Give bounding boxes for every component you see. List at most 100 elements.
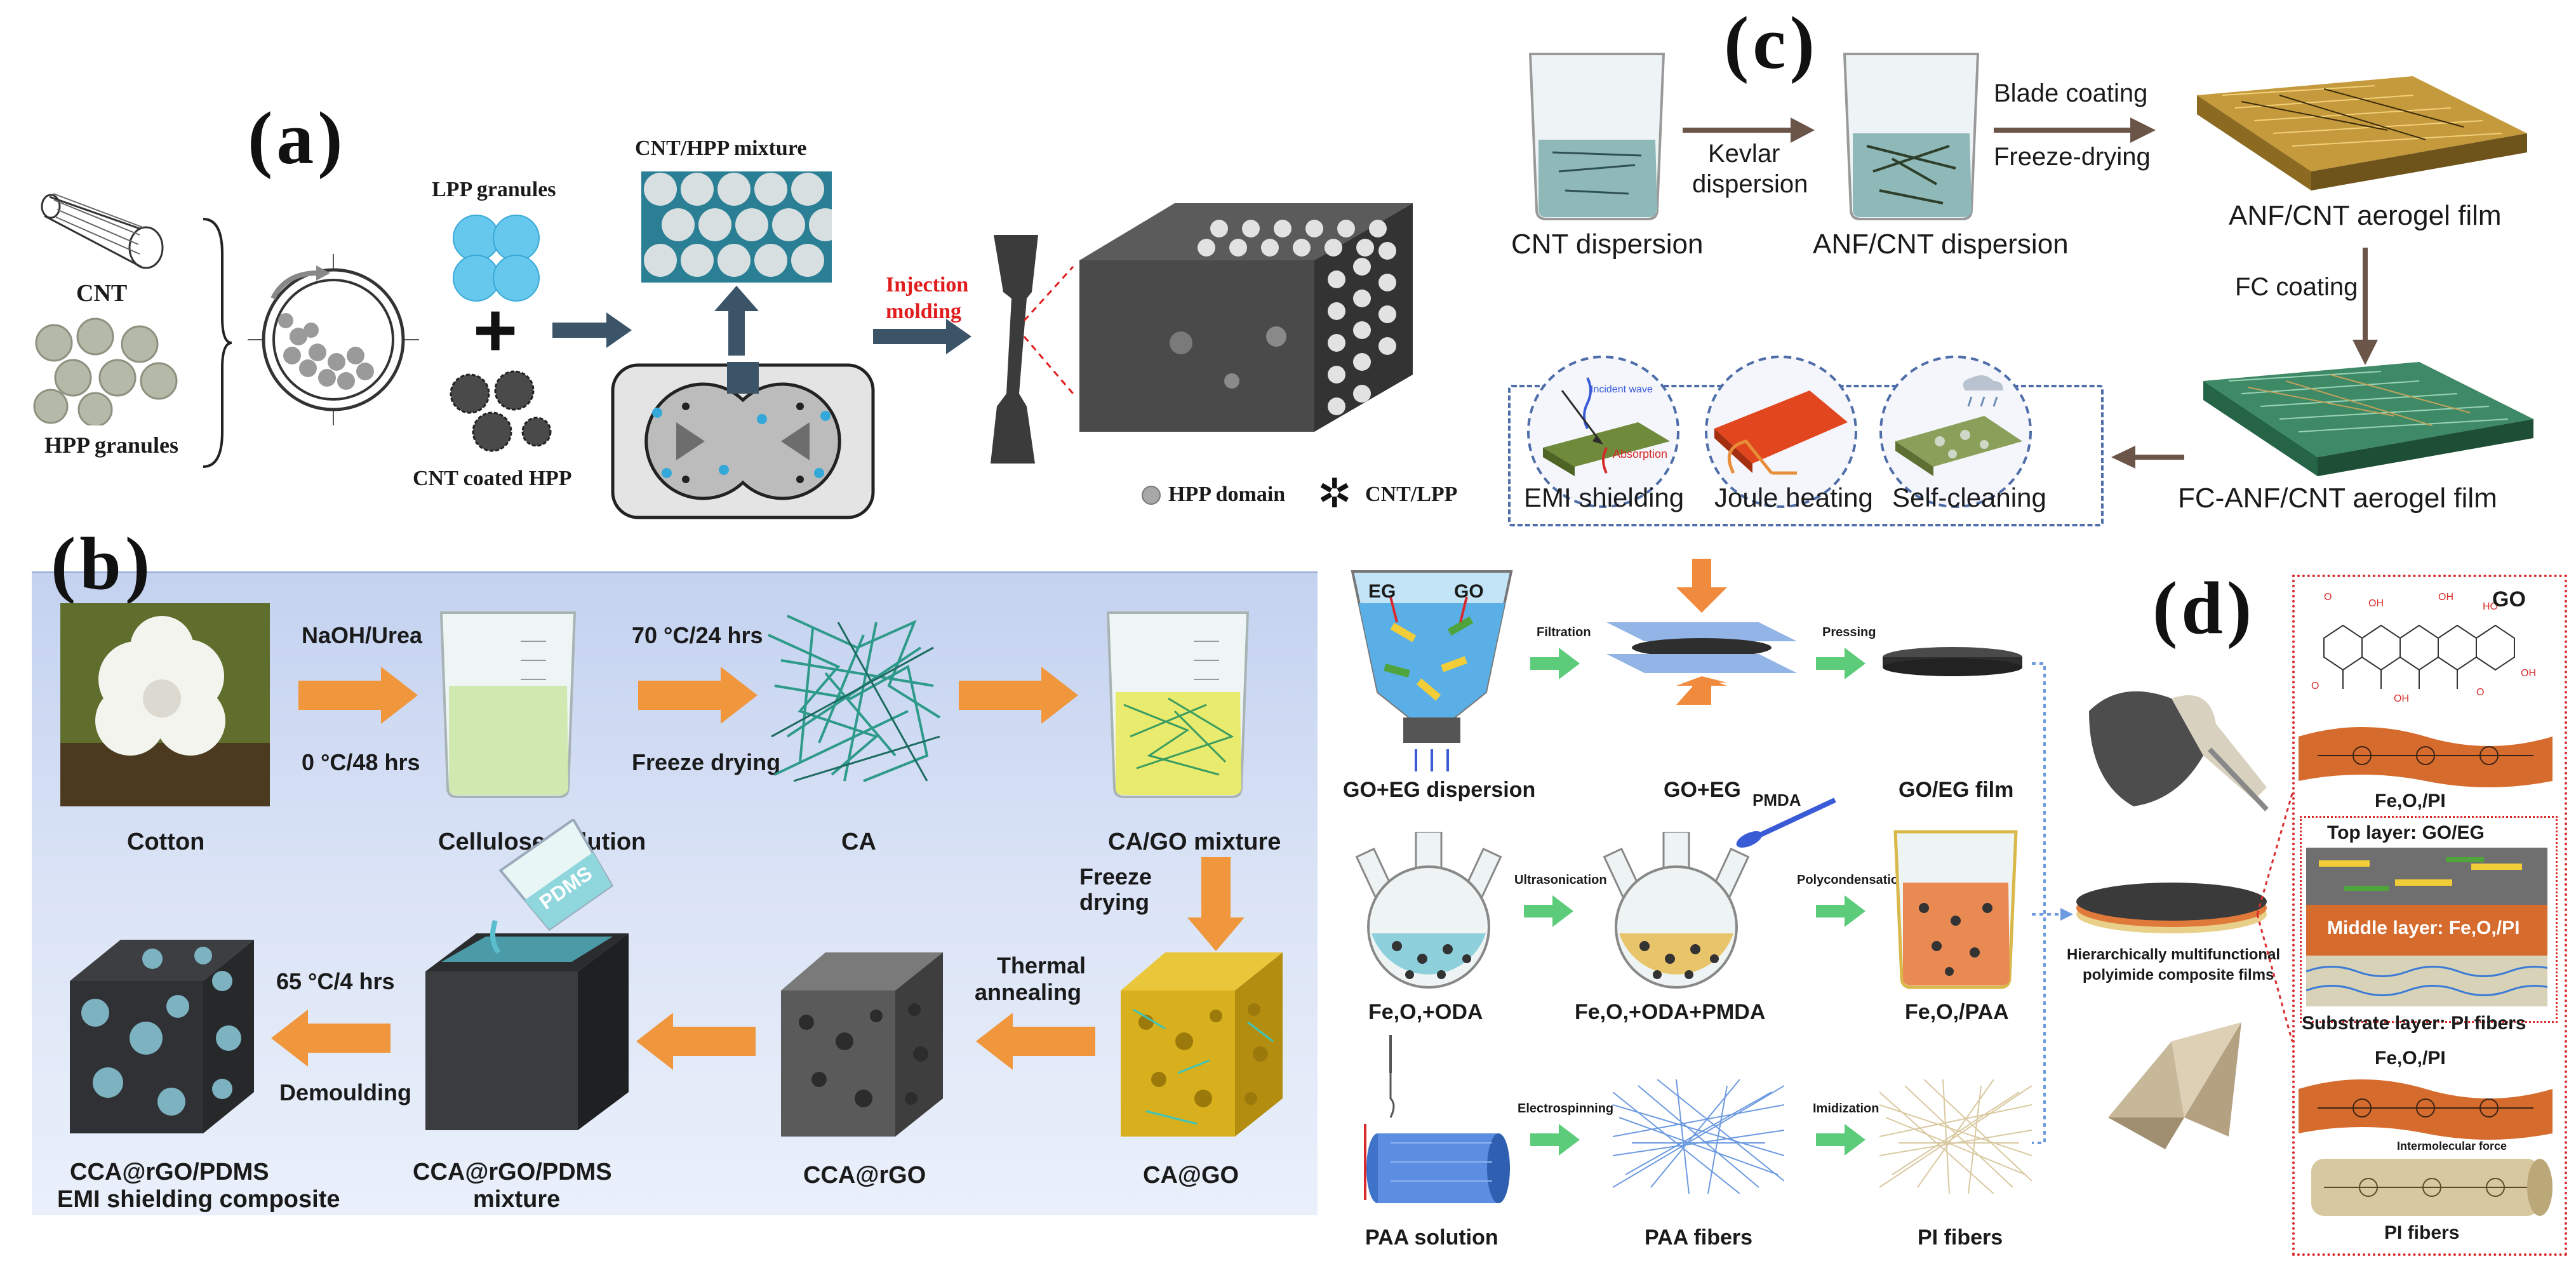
morphology-block-icon [1079,203,1413,432]
connector-to-layers-icon [2256,793,2293,1042]
svg-text:O: O [2311,681,2319,691]
arrow-b-left-3 [271,1010,390,1067]
cca-rgo-label: CCA@rGO [803,1162,926,1189]
intermolecular-force-label: Intermolecular force [2397,1140,2507,1152]
ca-label: CA [841,829,876,855]
funnel-icon [1351,570,1513,771]
ca-go-sponge-icon [1121,952,1283,1137]
lpp-granules-icon [453,215,540,302]
cnt-hpp-mixture-label: CNT/HPP mixture [635,137,807,160]
incident-wave-label: Incident wave [1591,384,1653,395]
substrate-layer-label: Substrate layer: PI fibers [2302,1013,2526,1034]
svg-text:OH: OH [2438,592,2453,603]
cca-rgo-pdms-mixture-label-1: CCA@rGO/PDMS [413,1159,612,1185]
ultrasonication-label: Ultrasonication [1514,873,1607,887]
cnt-label: CNT [76,280,128,307]
paa-fibers-icon [1613,1079,1784,1194]
ca-network-icon [768,615,941,782]
pi-fibers-label: PI fibers [1918,1225,2003,1250]
polycondensation-label: Polycondensation [1797,873,1907,887]
joule-heating-label: Joule heating [1714,483,1873,512]
hpp-domain-legend-icon [1142,486,1161,505]
joule-heating-icon [1705,356,1857,508]
arrow-blade [1994,117,2156,143]
svg-text:O: O [2324,592,2332,603]
fe-pi-chain-top-icon [2299,727,2553,787]
pmda-label: PMDA [1752,791,1801,810]
composite-label-1: CCA@rGO/PDMS [70,1159,269,1185]
hpp-granules-icon [33,317,178,425]
anf-cnt-aerogel-film-icon [2197,76,2527,190]
fc-aerogel-film-icon [2203,362,2533,476]
dogbone-specimen-icon [991,235,1074,464]
cnt-lpp-label: CNT/LPP [1365,483,1458,506]
composite-label-2: EMI shielding composite [57,1186,340,1213]
fe-pi-chain-bottom-icon [2299,1079,2553,1140]
cnt-tube-icon [41,193,164,269]
fe-paa-label: Fe,O,/PAA [1905,1000,2009,1024]
cnt-dispersion-beaker-icon [1528,53,1665,220]
arrow-b-left-1 [976,1013,1095,1070]
press-icon [1606,559,1797,705]
hpp-domain-label: HPP domain [1168,483,1286,506]
thermal-label-1: Thermal [997,952,1086,978]
go-eg-film-label: GO/EG film [1899,778,2014,802]
temp-65-label: 65 °C/4 hrs [276,968,395,994]
arrow-up-to-mixture [714,286,759,356]
arrow-fc-coating [2352,248,2378,365]
cotton-photo-icon [60,603,270,806]
pdms-cup-icon [498,819,614,931]
self-cleaning-label: Self-cleaning [1892,483,2046,512]
twin-screw-extruder-icon [611,362,875,519]
arrow-b-1 [298,667,418,724]
freeze-label-b2-1: Freeze [1079,864,1152,890]
injection-label-1: Injection [886,273,969,297]
arrow-to-dogbone [873,319,971,354]
arrow-to-applications [2111,446,2184,469]
pi-fibers-bottom-label: PI fibers [2384,1222,2460,1243]
emi-shielding-icon [1527,356,1679,508]
panel-d-letter: (d) [2152,566,2256,650]
cnt-dispersion-label: CNT dispersion [1511,229,1704,260]
anf-cnt-dispersion-label: ANF/CNT dispersion [1813,229,2069,260]
hierarchical-label-2: polyimide composite films [2083,966,2274,984]
plus-icon: + [473,288,518,373]
paa-solution-label: PAA solution [1365,1225,1498,1250]
demoulding-label: Demoulding [279,1079,411,1105]
brace-icon [203,218,232,468]
panel-c-letter: (c) [1724,1,1819,84]
layers-stack-box [2300,816,2558,1023]
go-label-funnel: GO [1454,581,1484,602]
svg-text:OH: OH [2368,598,2384,609]
arrow-kevlar [1683,117,1815,143]
ca-go-mixture-label: CA/GO mixture [1108,829,1281,855]
fe-pi-label-2: Fe,O,/PI [2375,1048,2446,1069]
middle-layer-band-icon [2306,905,2547,956]
arrow-d-electrospin [1530,1124,1580,1156]
dotted-connector-icon [2032,662,2073,1144]
mixture-micro-icon [641,171,832,283]
lpp-granules-label: LPP granules [432,178,556,201]
fc-aerogel-film-label: FC-ANF/CNT aerogel film [2178,483,2497,514]
imidization-label: Imidization [1813,1102,1879,1116]
panel-a-letter: (a) [248,97,347,180]
filtration-label: Filtration [1537,625,1591,639]
fe-pi-label-1: Fe,O,/PI [2375,791,2446,811]
svg-text:HO: HO [2483,601,2498,612]
arrow-b-down [1187,857,1245,951]
cca-rgo-sponge-icon [781,952,943,1137]
arrow-b-left-2 [636,1013,756,1070]
pressing-label: Pressing [1822,625,1876,639]
emi-shielding-label: EMI shielding [1524,483,1685,512]
fc-coating-label: FC coating [2235,273,2358,301]
spatula-icon [1736,797,1836,848]
cca-rgo-pdms-composite-icon [70,940,254,1133]
fe-oda-pmda-label: Fe,O,+ODA+PMDA [1575,1000,1766,1024]
freeze-drying-b-label: Freeze drying [632,749,781,775]
anf-cnt-aerogel-film-label: ANF/CNT aerogel film [2229,200,2502,231]
pi-fibers-icon [1879,1079,2032,1194]
flask-fe-oda-pmda-icon [1603,832,1750,989]
go-eg-dispersion-label: GO+EG dispersion [1343,778,1536,802]
arrow-b-3 [959,667,1078,724]
